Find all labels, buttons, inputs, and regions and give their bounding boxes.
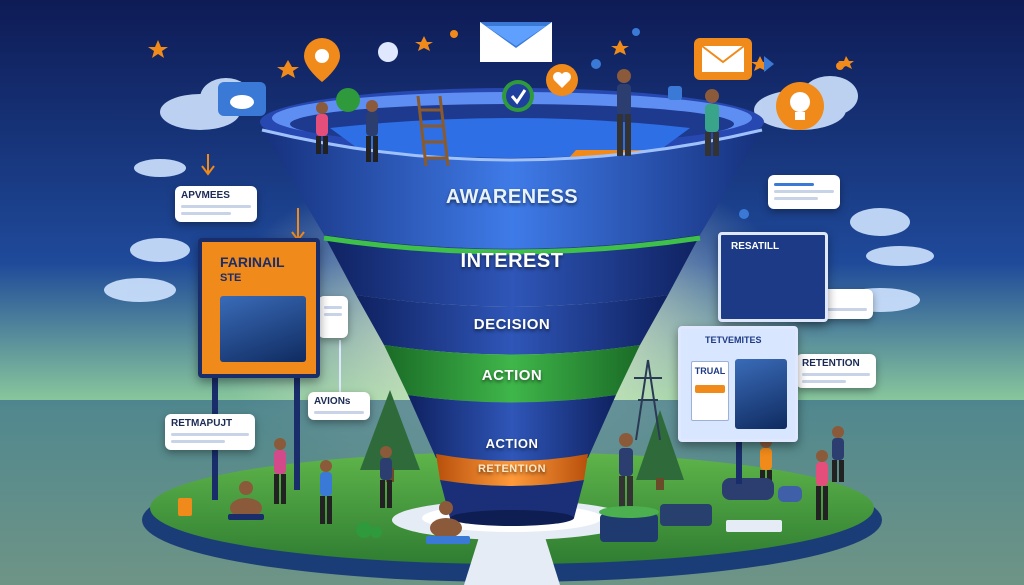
leaf-badge-icon: [336, 88, 360, 112]
callout-card-avion: AVIONs: [308, 392, 370, 420]
billboard-photo: [220, 296, 306, 362]
funnel-stage-retention: RETENTION: [477, 463, 547, 475]
callout-title: APVMEES: [181, 190, 230, 201]
gym-equipment: [178, 478, 802, 542]
person-ground-4: [619, 433, 633, 510]
callout-text-line: [802, 373, 870, 376]
funnel-stage-action-secondary: ACTION: [485, 436, 539, 451]
person-sitting-1: [228, 481, 264, 520]
results-panel: RESATILL: [718, 232, 828, 322]
trial-photo: [735, 359, 787, 429]
callout-text-line: [774, 183, 814, 186]
person-ground-3: [380, 446, 392, 508]
callout-card-retention: RETENTION: [796, 354, 876, 388]
callout-text-line: [324, 313, 342, 316]
callout-text-line: [324, 306, 342, 309]
mail-icon-top: [480, 22, 552, 62]
callout-text-line: [314, 411, 364, 414]
funnel-stage-interest: INTEREST: [460, 250, 564, 272]
callout-text-line: [181, 212, 231, 215]
person-rim-3: [617, 69, 631, 156]
callout-card-top-right: [768, 175, 840, 209]
billboard-subtitle: STE: [220, 272, 242, 284]
callout-text-line: [171, 440, 225, 443]
location-pin-icon: [304, 38, 340, 82]
person-rim-1: [316, 102, 328, 154]
billboard-title: FARINAIL: [220, 254, 285, 270]
person-ground-7: [832, 426, 844, 482]
arrow-icons: [201, 154, 341, 392]
callout-card-apvmees: APVMEES: [175, 186, 257, 222]
power-tower: [634, 359, 662, 441]
cloud-icon: [218, 82, 266, 116]
triangle-icon: [764, 56, 774, 72]
ladder: [416, 95, 450, 167]
heart-icon: [546, 64, 578, 96]
trial-panel-title: TETVEMITES: [705, 335, 762, 345]
mail-icon-right: [694, 38, 752, 80]
callout-text-line: [171, 433, 249, 436]
callout-text-line: [802, 380, 846, 383]
funnel-stage-decision: DECISION: [473, 316, 551, 333]
grid-badge-icon: [378, 42, 398, 62]
results-panel-title: RESATILL: [731, 241, 780, 252]
callout-title: RETENTION: [802, 358, 860, 369]
funnel-stage-awareness: AWARENESS: [445, 186, 579, 208]
callout-text-line: [774, 190, 834, 193]
person-ground-1: [274, 438, 286, 504]
lightbulb-icon: [776, 82, 824, 130]
callout-text-line: [799, 308, 867, 311]
trial-panel: TETVEMITES TRUAL: [678, 326, 798, 442]
person-rim-2: [366, 100, 378, 162]
callout-text-line: [774, 197, 818, 200]
billboard-left: FARINAIL STE: [198, 238, 320, 378]
check-badge-icon: [502, 80, 534, 112]
trial-button-graphic: [695, 385, 725, 393]
person-ground-2: [320, 460, 332, 524]
funnel-stage-action: ACTION: [481, 367, 543, 384]
callout-card-mid-left: [318, 296, 348, 338]
callout-title: RETMAPUJT: [171, 418, 233, 429]
dot-icons: [450, 28, 844, 219]
callout-text-line: [181, 205, 251, 208]
person-rim-4: [705, 89, 719, 156]
person-sitting-2: [426, 501, 470, 544]
funnel: [260, 88, 764, 526]
people: [228, 69, 844, 544]
plus-icon: [668, 86, 682, 100]
person-ground-6: [816, 450, 828, 520]
tree-right: [636, 410, 684, 490]
callout-card-retmapujt: RETMAPUJT: [165, 414, 255, 450]
callout-title: AVIONs: [314, 396, 351, 407]
